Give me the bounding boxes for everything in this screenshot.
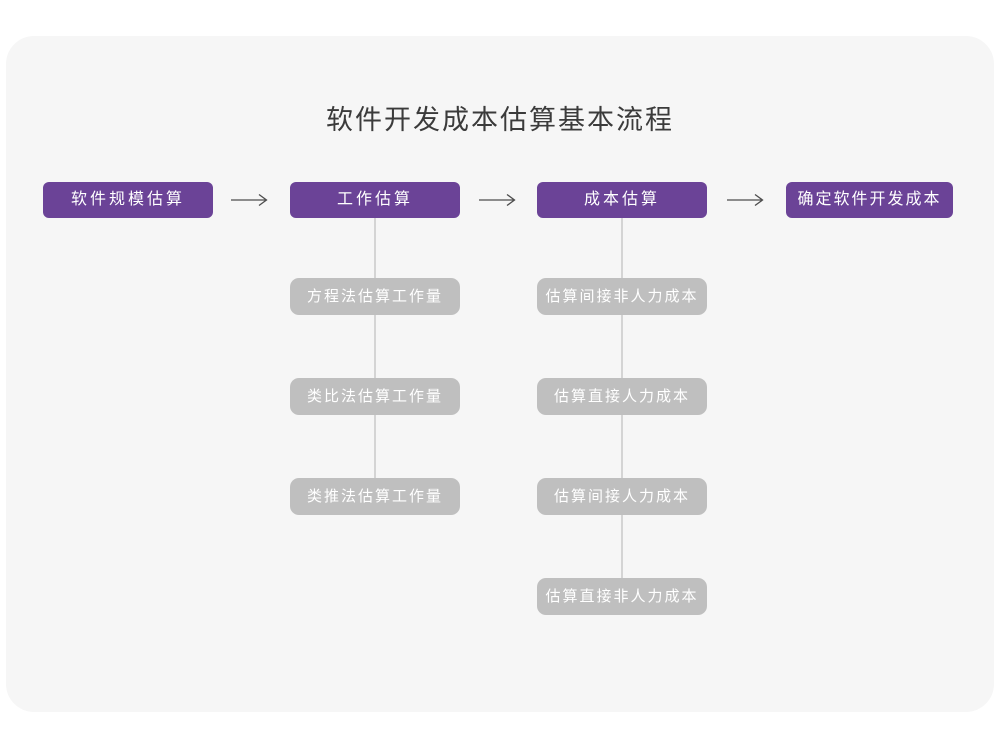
flow-node-software-scale-estimation: 软件规模估算 <box>43 182 213 218</box>
cost-item-node-indirect-labor: 估算间接人力成本 <box>537 478 707 515</box>
arrow-right-icon <box>231 193 268 207</box>
cost-item-node-indirect-nonlabor: 估算间接非人力成本 <box>537 278 707 315</box>
flow-node-determine-development-cost: 确定软件开发成本 <box>786 182 953 218</box>
diagram-title: 软件开发成本估算基本流程 <box>326 105 674 135</box>
work-method-node-equation: 方程法估算工作量 <box>290 278 460 315</box>
flow-node-work-estimation: 工作估算 <box>290 182 460 218</box>
cost-item-node-direct-nonlabor: 估算直接非人力成本 <box>537 578 707 615</box>
arrow-right-icon <box>727 193 764 207</box>
flow-card <box>6 36 994 712</box>
work-method-node-extrapolation: 类推法估算工作量 <box>290 478 460 515</box>
arrow-right-icon <box>479 193 516 207</box>
flow-node-cost-estimation: 成本估算 <box>537 182 707 218</box>
connector-line-work <box>374 218 376 498</box>
work-method-node-analogy: 类比法估算工作量 <box>290 378 460 415</box>
cost-item-node-direct-labor: 估算直接人力成本 <box>537 378 707 415</box>
